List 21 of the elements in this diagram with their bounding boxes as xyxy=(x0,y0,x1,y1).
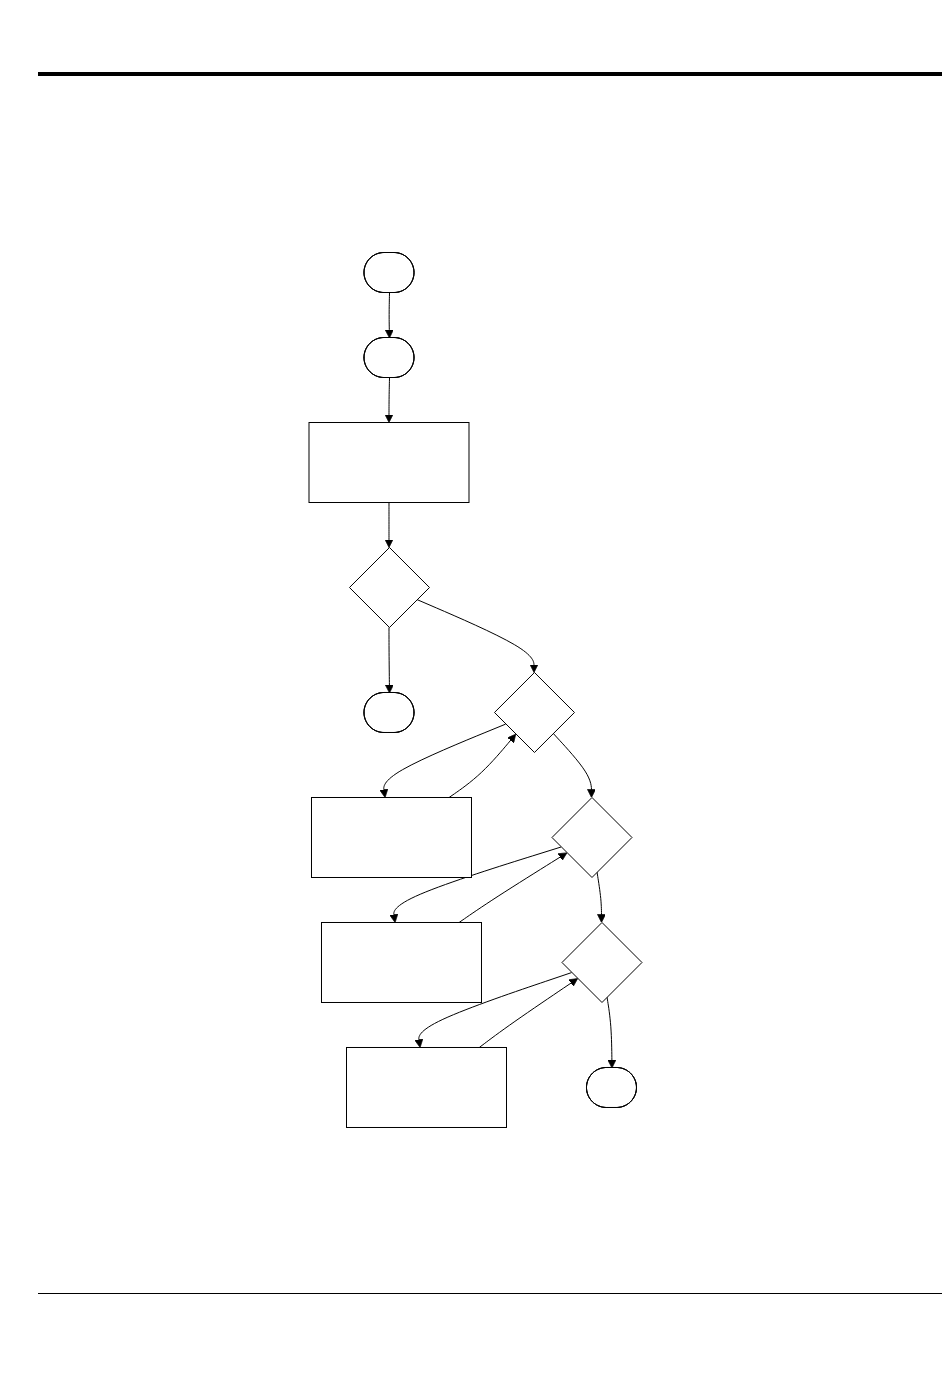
arrow xyxy=(448,733,516,798)
arrow xyxy=(379,723,506,798)
arrow xyxy=(414,972,572,1048)
node-box xyxy=(310,797,472,878)
node-box xyxy=(308,422,469,503)
arrow xyxy=(384,377,393,423)
node-box xyxy=(345,1047,507,1128)
node-diamond xyxy=(561,922,642,1003)
node-diamond xyxy=(348,547,430,628)
arrow xyxy=(384,627,394,694)
arrow xyxy=(384,502,393,548)
arrow xyxy=(552,732,596,798)
arrow xyxy=(384,292,394,339)
node-diamond xyxy=(551,797,632,878)
node-diamond xyxy=(493,672,575,753)
arrow xyxy=(606,996,616,1069)
arrow xyxy=(389,846,561,923)
arrow xyxy=(596,871,606,923)
arrow xyxy=(478,978,578,1048)
node-box xyxy=(320,922,482,1003)
arrow xyxy=(458,852,567,923)
